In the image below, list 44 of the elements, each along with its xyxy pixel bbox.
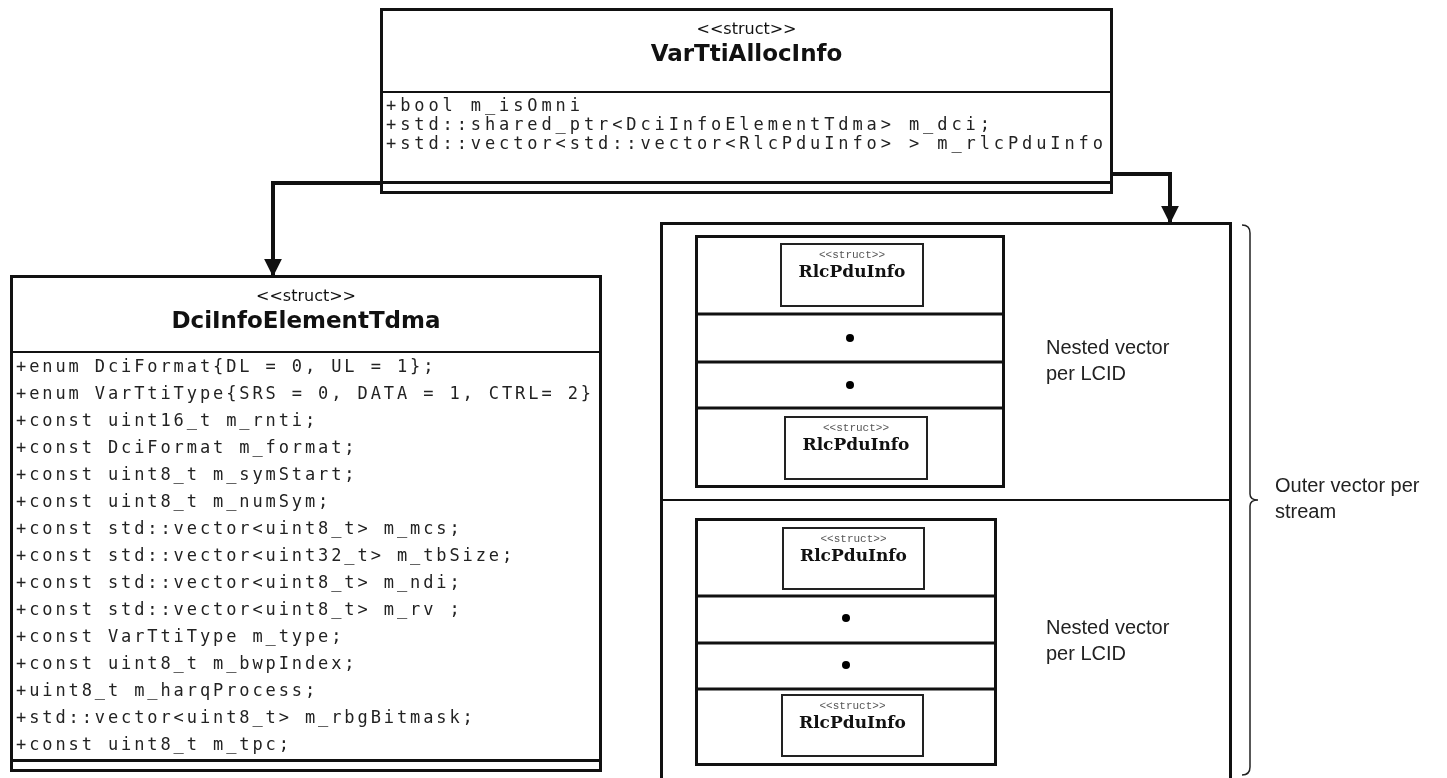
attribute-text: +const DciFormat m_format; xyxy=(16,436,358,459)
attribute-text: +std::vector<uint8_t> m_rbgBitmask; xyxy=(16,706,476,729)
association-arrow xyxy=(264,181,380,277)
attribute-text: +bool m_isOmni xyxy=(386,96,584,115)
vector-box xyxy=(660,222,1232,778)
bracket-label: Outer vector per stream xyxy=(1275,473,1421,524)
struct-box xyxy=(782,527,925,590)
struct-box xyxy=(780,243,924,307)
attribute-text: +const std::vector<uint32_t> m_tbSize; xyxy=(16,544,516,567)
stereotype-label: <<struct>> xyxy=(819,533,888,545)
attribute-text: +const uint16_t m_rnti; xyxy=(16,409,319,432)
class-box xyxy=(10,275,602,772)
attribute-text: +const std::vector<uint8_t> m_rv ; xyxy=(16,598,463,621)
attribute-text: +uint8_t m_harqProcess; xyxy=(16,679,319,702)
class-name: DciInfoElementTdma xyxy=(170,307,442,333)
stereotype-label: <<struct>> xyxy=(818,700,887,712)
association-arrow xyxy=(1113,172,1179,224)
struct-name: RlcPduInfo xyxy=(801,434,911,454)
attribute-text: +const std::vector<uint8_t> m_mcs; xyxy=(16,517,463,540)
attribute-text: +const uint8_t m_symStart; xyxy=(16,463,358,486)
struct-name: RlcPduInfo xyxy=(799,545,908,565)
stereotype-label: <<struct>> xyxy=(822,422,890,434)
attribute-text: +enum DciFormat{DL = 0, UL = 1}; xyxy=(16,355,437,378)
attribute-text: +std::shared_ptr<DciInfoElementTdma> m_dci; xyxy=(386,115,994,134)
bracket-label: Nested vector per LCID xyxy=(1046,335,1171,386)
stereotype-label: <<struct>> xyxy=(695,19,798,38)
stereotype-label: <<struct>> xyxy=(255,286,357,305)
attribute-text: +const uint8_t m_bwpIndex; xyxy=(16,652,358,675)
class-box xyxy=(380,8,1113,194)
attribute-text: +const uint8_t m_numSym; xyxy=(16,490,332,513)
attribute-text: +const VarTtiType m_type; xyxy=(16,625,345,648)
stereotype-label: <<struct>> xyxy=(818,249,886,261)
struct-name: RlcPduInfo xyxy=(798,712,907,732)
attribute-text: +std::vector<std::vector<RlcPduInfo> > m_rlcPduInfo xyxy=(386,134,1107,153)
attribute-text: +const std::vector<uint8_t> m_ndi; xyxy=(16,571,463,594)
struct-box xyxy=(784,416,928,480)
bracket-label: Nested vector per LCID xyxy=(1046,615,1171,666)
class-name: VarTtiAllocInfo xyxy=(649,40,844,66)
struct-name: RlcPduInfo xyxy=(797,261,907,281)
attribute-text: +enum VarTtiType{SRS = 0, DATA = 1, CTRL= 2} xyxy=(16,382,594,405)
vector-box xyxy=(695,235,1005,488)
vector-box xyxy=(695,518,997,766)
attribute-text: +const uint8_t m_tpc; xyxy=(16,733,292,756)
struct-box xyxy=(781,694,924,757)
